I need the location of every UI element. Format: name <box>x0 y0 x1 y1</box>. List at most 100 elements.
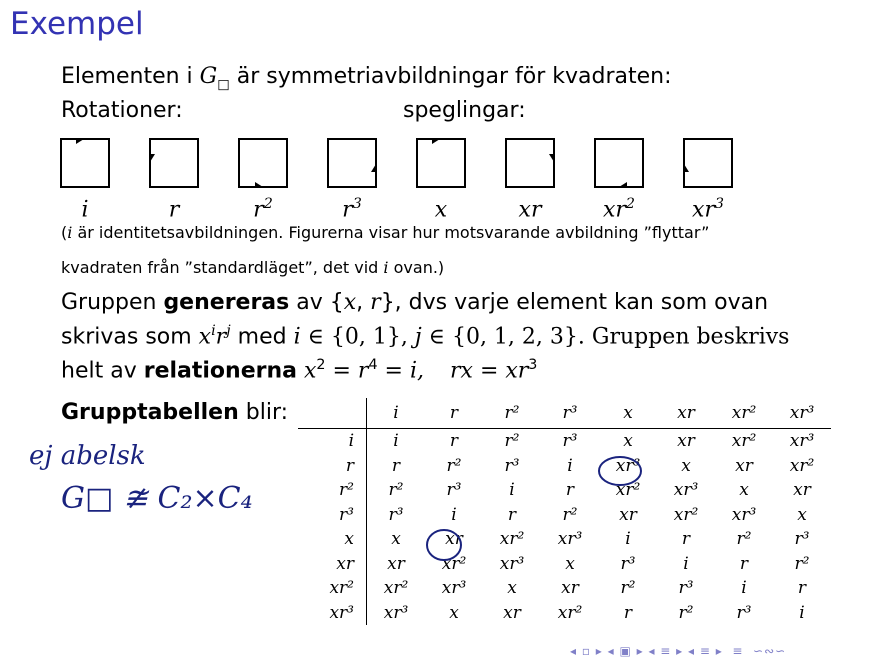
table-cell: r² <box>388 480 404 501</box>
column-header: r² <box>483 398 541 429</box>
table-cell: xr² <box>557 602 583 623</box>
table-cell: xr³ <box>383 602 409 623</box>
table-cell: i <box>509 480 515 501</box>
table-cell: i <box>625 529 631 550</box>
handwritten-line-1: ej abelsk <box>29 441 146 471</box>
table-cell: x <box>507 578 517 599</box>
column-header: i <box>366 398 425 429</box>
reflections-label: speglingar: <box>403 98 526 123</box>
square-xr-icon <box>505 138 555 188</box>
table-cell: xr² <box>673 504 699 525</box>
column-header: r³ <box>541 398 599 429</box>
table-cell: i <box>393 431 399 452</box>
table-cell: r <box>507 504 517 525</box>
table-cell: i <box>683 553 689 574</box>
table-cell: r² <box>504 431 520 452</box>
table-cell: xr³ <box>499 553 525 574</box>
square-label: r <box>168 197 180 223</box>
square-label: xr2 <box>602 196 636 223</box>
table-cell: r³ <box>736 602 752 623</box>
intro-text: Elementen i <box>61 64 200 89</box>
table-cell: xr <box>677 431 695 452</box>
table-row: r³ r³ i r r² xr xr² xr³ x <box>298 502 831 527</box>
table-cell: x <box>565 553 575 574</box>
table-cell: r <box>797 578 807 599</box>
table-cell: x <box>623 431 633 452</box>
table-cell: r <box>391 455 401 476</box>
table-header-row: i r r² r³ x xr xr² xr³ <box>298 398 831 429</box>
generated-line-2: skrivas som xirj med i ∈ {0, 1}, j ∈ {0,… <box>61 323 790 350</box>
slide-title: Exempel <box>10 6 144 42</box>
table-cell: x <box>739 480 749 501</box>
table-cell: x <box>797 504 807 525</box>
table-cell: xr³ <box>673 480 699 501</box>
table-cell: i <box>799 602 805 623</box>
table-cell: r³ <box>678 578 694 599</box>
table-cell: xr³ <box>557 529 583 550</box>
table-caption: Grupptabellen blir: <box>61 400 289 425</box>
square-label: xr <box>518 197 542 223</box>
table-cell: xr² <box>731 431 757 452</box>
beamer-navigation[interactable]: ◂ ▫ ▸ ◂ ▣ ▸ ◂ ≡ ▸ ◂ ≡ ▸ ≡ ∽∾∽ <box>570 644 787 658</box>
table-cell: r³ <box>388 504 404 525</box>
table-cell: r² <box>736 529 752 550</box>
table-cell: i <box>741 578 747 599</box>
table-cell: x <box>449 602 459 623</box>
table-cell: r² <box>562 504 578 525</box>
handwritten-annotation: ej abelsk G□ ≇ C₂×C₄ <box>29 441 253 516</box>
circle-mark-icon <box>598 456 642 486</box>
table-cell: r <box>739 553 749 574</box>
table-cell: xr <box>735 455 753 476</box>
row-header: x <box>298 527 367 552</box>
column-header: x <box>599 398 657 429</box>
table-cell: r³ <box>504 455 520 476</box>
square-xr2-icon <box>594 138 644 188</box>
square-r-icon <box>149 138 199 188</box>
table-cell: r² <box>794 553 810 574</box>
table-cell: xr² <box>383 578 409 599</box>
square-r2-icon <box>238 138 288 188</box>
column-header: xr <box>657 398 715 429</box>
row-header: r <box>298 453 367 478</box>
table-cell: r <box>623 602 633 623</box>
table-cell: r <box>681 529 691 550</box>
table-cell: xr³ <box>441 578 467 599</box>
table-cell: xr <box>387 553 405 574</box>
table-cell: x <box>681 455 691 476</box>
table-cell: r³ <box>562 431 578 452</box>
square-r3-icon <box>327 138 377 188</box>
group-symbol: G <box>199 64 218 89</box>
table-cell: r³ <box>620 553 636 574</box>
table-cell: xr <box>619 504 637 525</box>
square-label: r3 <box>342 196 362 223</box>
group-subscript: □ <box>217 77 230 93</box>
table-cell: x <box>391 529 401 550</box>
handwritten-line-2: G□ ≇ C₂×C₄ <box>61 481 253 516</box>
rotations-label: Rotationer: <box>61 98 183 123</box>
table-cell: xr <box>561 578 579 599</box>
row-header: xr <box>298 551 367 576</box>
table-cell: xr <box>793 480 811 501</box>
table-cell: xr³ <box>731 504 757 525</box>
table-cell: xr <box>503 602 521 623</box>
generated-line-3: helt av relationerna x2 = r4 = i,rx = xr… <box>61 357 538 384</box>
row-header: r³ <box>298 502 367 527</box>
table-cell: i <box>451 504 457 525</box>
table-cell: xr³ <box>789 431 815 452</box>
circle-mark-icon <box>426 529 462 561</box>
square-i-icon <box>60 138 110 188</box>
column-header: r <box>425 398 483 429</box>
intro-line: Elementen i G□ är symmetriavbildningar f… <box>61 64 672 92</box>
intro-text-end: är symmetriavbildningar för kvadraten: <box>229 64 672 89</box>
row-header: r² <box>298 478 367 503</box>
row-header: i <box>298 428 367 454</box>
row-header: xr² <box>298 576 367 601</box>
table-cell: r³ <box>794 529 810 550</box>
